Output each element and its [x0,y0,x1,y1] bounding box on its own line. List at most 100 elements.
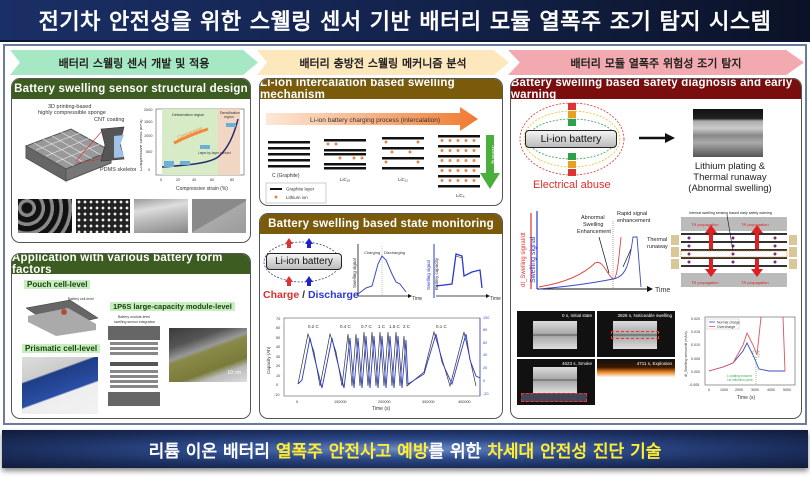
panel-safety: Battery swelling based safety diagnosis … [510,78,802,419]
svg-text:enhancement: enhancement [617,218,651,224]
svg-text:Swelling: Swelling [583,222,603,228]
svg-text:40: 40 [192,178,196,182]
svg-text:LiC₁₈: LiC₁₈ [340,177,350,182]
svg-text:0: 0 [160,178,162,182]
sem-image-4 [192,199,246,233]
svg-text:Time: Time [490,296,501,302]
svg-text:swelling sensor integration: swelling sensor integration [114,320,155,324]
svg-text:Lithium ion: Lithium ion [286,195,308,200]
sem-image-1 [18,199,72,233]
explosion-photo-explosion: 4711 s, Explosion [597,359,675,405]
svg-text:0.7 C: 0.7 C [361,324,373,329]
svg-text:Swelling signal: Swelling signal [530,236,537,283]
svg-text:Li plating induced: Li plating induced [727,374,752,378]
stage-1-label: 배터리 스웰링 센서 개발 및 적용 [58,56,210,70]
main-title: 전기차 안전성을 위한 스웰링 센서 기반 배터리 모듈 열폭주 조기 탐지 시… [38,10,772,35]
svg-text:TR propagation: TR propagation [691,222,719,227]
svg-text:Overcharge: Overcharge [717,325,735,329]
svg-text:400000: 400000 [458,400,471,404]
charge-discharge-label: Charge / Discharge [263,289,359,301]
svg-text:2000: 2000 [735,388,743,392]
svg-text:60: 60 [483,341,487,345]
svg-text:40: 40 [483,353,487,357]
svg-text:0.005: 0.005 [691,357,700,361]
svg-text:10: 10 [276,374,280,378]
svg-text:1000: 1000 [720,388,728,392]
svg-text:0: 0 [296,400,298,404]
panel-monitoring: Battery swelling based state monitoring … [259,213,503,419]
module-photo: 10 cm [169,328,247,382]
svg-text:highly compressible sponge: highly compressible sponge [38,110,106,116]
pouch-label: Pouch cell-level [24,280,91,289]
panel-title: Application with various battery form fa… [12,254,250,276]
svg-text:-10: -10 [274,393,280,397]
svg-text:20: 20 [483,366,487,370]
svg-text:PDMS skeleton: PDMS skeleton [100,167,136,173]
svg-text:TR propagation: TR propagation [741,280,769,285]
svg-text:TR propagation: TR propagation [741,222,769,227]
sem-image-2 [76,199,130,233]
panel-title: Battery swelling sensor structural desig… [12,79,250,99]
sponge-illustration: 3D printing-based highly compressible sp… [24,104,136,182]
overcharge-derivative-chart: Normal charge Overcharge Li plating indu… [684,316,796,401]
panel-title: Battery swelling based state monitoring [260,214,502,234]
explosion-photo-initial: 0 s, Initial state [517,311,595,357]
svg-text:100000: 100000 [334,400,347,404]
svg-text:1.5 C: 1.5 C [389,324,401,329]
svg-text:2000: 2000 [144,108,152,112]
li-ion-battery-label: Li-ion battery [525,130,617,148]
svg-text:0.020: 0.020 [691,317,700,321]
svg-text:Time: Time [412,296,422,302]
svg-text:Deformation region: Deformation region [172,113,204,117]
stress-strain-chart: Deformation region Densification region … [140,108,245,192]
svg-text:Abnormal: Abnormal [581,215,605,221]
svg-text:500: 500 [146,150,152,154]
svg-text:Li-ion battery charging proces: Li-ion battery charging process (interca… [310,117,440,124]
svg-text:0.4 C: 0.4 C [340,324,352,329]
module-tr-propagation-diagram: Internal swelling sensing based early sa… [671,211,797,287]
svg-text:0: 0 [708,388,710,392]
svg-text:Time: Time [655,287,670,294]
svg-text:Swelling signal: Swelling signal [426,260,431,290]
svg-text:Time (s): Time (s) [737,395,755,401]
svg-text:Normal charge: Normal charge [717,321,740,325]
svg-text:Layer-by-layer contact: Layer-by-layer contact [198,151,231,155]
svg-text:300000: 300000 [422,400,435,404]
prismatic-label: Prismatic cell-level [22,344,101,353]
explosion-photo-swelling: 3928 s, Noticeable swelling [597,311,675,357]
svg-text:1 C: 1 C [378,324,386,329]
sem-image-3 [134,199,188,233]
svg-text:TR propagation: TR propagation [691,280,719,285]
panel-sensor-design: Battery swelling sensor structural desig… [11,78,251,243]
svg-text:2 C: 2 C [403,324,411,329]
stage-3-banner: 배터리 모듈 열폭주 위험성 조기 탐지 [508,50,804,75]
svg-text:Rapid signal: Rapid signal [617,211,647,217]
swelling-signal-plot: Charging Discharging Swelling signal Tim… [352,244,422,302]
svg-text:runaway: runaway [647,244,668,250]
intercalation-diagram: Li-ion battery charging process (interca… [265,107,500,204]
svg-text:0: 0 [148,168,150,172]
explosion-photo-smoke: 4623 s, Smoke [517,359,595,405]
svg-text:Densification: Densification [220,111,240,115]
panel-applications: Application with various battery form fa… [11,253,251,419]
svg-text:Charging: Charging [364,250,380,255]
arrow-right-icon [639,133,675,143]
stage-3-label: 배터리 모듈 열폭주 위험성 조기 탐지 [570,56,742,70]
svg-text:0: 0 [483,379,485,383]
footer-text: 리튬 이온 배터리 열폭주 안전사고 예방를 위한 차세대 안전성 진단 기술 [148,441,662,462]
svg-text:1st inflection point: 1st inflection point [727,378,753,382]
svg-text:20: 20 [176,178,180,182]
svg-text:Battery capacity: Battery capacity [434,257,439,290]
panel-mechanism: Li-ion intercalation based swelling mech… [259,78,503,206]
svg-text:Capacity (Ah): Capacity (Ah) [266,346,271,374]
svg-text:C (Graphite): C (Graphite) [272,173,300,179]
svg-text:0: 0 [276,383,278,387]
main-title-banner: 전기차 안전성을 위한 스웰링 센서 기반 배터리 모듈 열폭주 조기 탐지 시… [0,0,810,42]
svg-text:Swelling signal: Swelling signal [352,258,357,288]
svg-text:1000: 1000 [144,134,152,138]
svg-text:0.1 C: 0.1 C [436,324,448,329]
svg-text:Thermal: Thermal [647,237,667,243]
svg-text:Battery module-level: Battery module-level [118,315,150,319]
svg-text:Compressive stress (kPa): Compressive stress (kPa) [140,119,143,171]
